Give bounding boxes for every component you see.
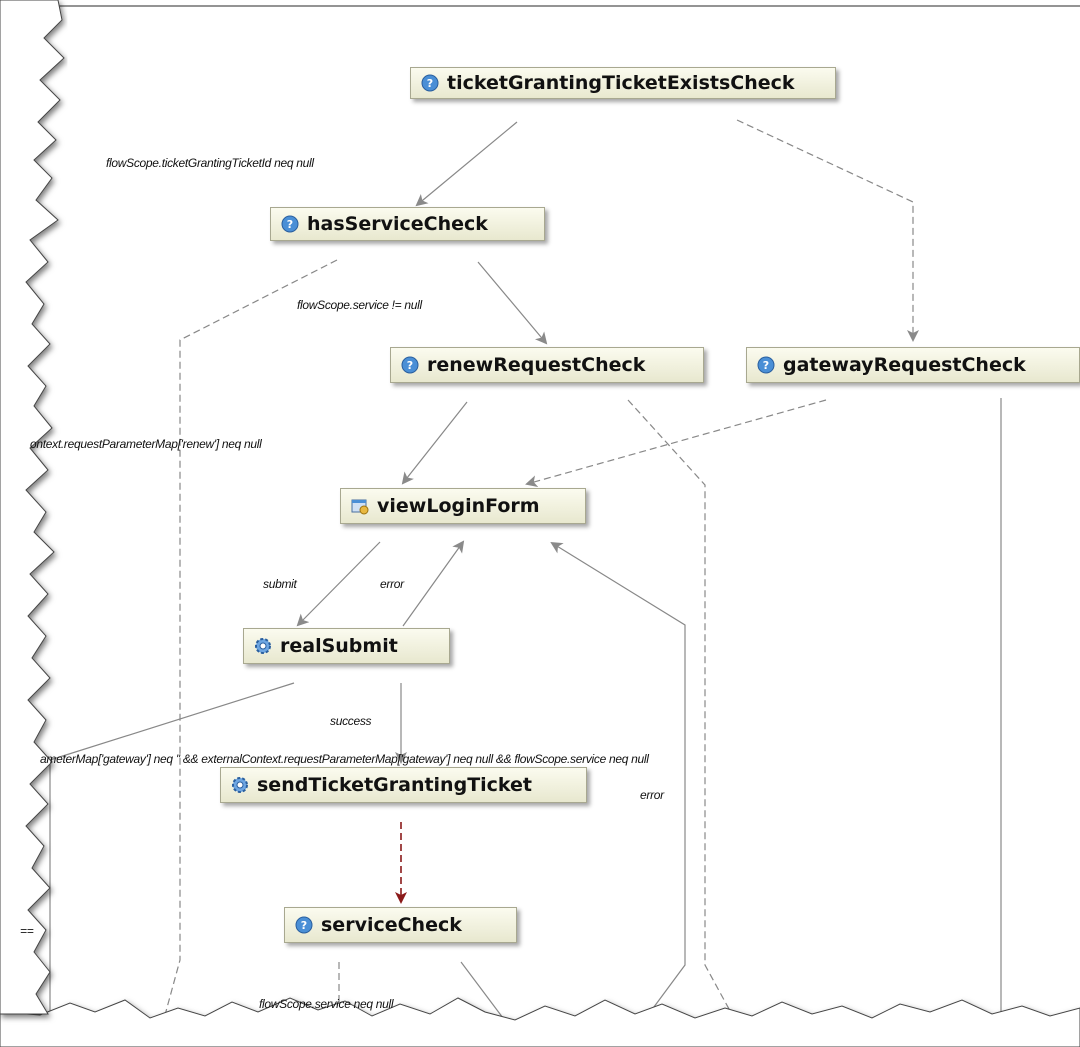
edge-label-service-not-null: flowScope.service != null — [297, 298, 422, 312]
node-label: gatewayRequestCheck — [783, 354, 1026, 376]
decision-icon: ? — [757, 356, 775, 374]
node-label: renewRequestCheck — [427, 354, 646, 376]
node-renewRequestCheck[interactable]: ? renewRequestCheck — [390, 347, 704, 383]
decision-icon: ? — [421, 74, 439, 92]
svg-text:?: ? — [407, 359, 413, 372]
edge-viewlogin-to-realsubmit — [296, 541, 381, 627]
edge-label-gateway-cond: ameterMap['gateway'] neq '' && externalC… — [40, 752, 649, 766]
edge-label-error-send: error — [640, 788, 664, 802]
edge-realsubmit-left — [49, 682, 295, 1020]
edge-hasservice-to-renew — [477, 261, 548, 345]
node-label: sendTicketGrantingTicket — [257, 774, 533, 796]
torn-bottom-edge — [0, 997, 1080, 1047]
svg-text:?: ? — [763, 359, 769, 372]
edge-label-cut-left: == — [20, 924, 34, 938]
node-label: hasServiceCheck — [307, 213, 488, 235]
node-label: ticketGrantingTicketExistsCheck — [447, 72, 795, 94]
edge-tgt-to-gateway — [736, 119, 919, 342]
edge-gateway-to-viewlogin — [525, 399, 827, 488]
node-sendTicketGrantingTicket[interactable]: sendTicketGrantingTicket — [220, 767, 587, 803]
node-viewLoginForm[interactable]: viewLoginForm — [340, 488, 586, 524]
node-label: realSubmit — [280, 635, 398, 657]
edge-label-renew-null: ontext.requestParameterMap['renew'] neq … — [30, 437, 262, 451]
edge-renew-down — [627, 399, 736, 1021]
node-label: serviceCheck — [321, 914, 462, 936]
edges — [49, 119, 1002, 1031]
edge-label-submit: submit — [263, 577, 297, 591]
edge-label-success: success — [330, 714, 372, 728]
decision-icon: ? — [401, 356, 419, 374]
node-realSubmit[interactable]: realSubmit — [243, 628, 450, 664]
edge-label-service-neq-null: flowScope.service neq null — [259, 997, 394, 1011]
node-gatewayRequestCheck[interactable]: ? gatewayRequestCheck — [746, 347, 1080, 383]
edge-renew-to-viewlogin — [401, 401, 468, 485]
edge-tgt-to-hasservice — [415, 121, 518, 207]
edge-label-tgt-null: flowScope.ticketGrantingTicketId neq nul… — [106, 156, 314, 170]
decision-icon: ? — [295, 916, 313, 934]
node-hasServiceCheck[interactable]: ? hasServiceCheck — [270, 207, 545, 241]
edge-hasservice-down — [164, 259, 338, 1016]
node-ticketGrantingTicketExistsCheck[interactable]: ? ticketGrantingTicketExistsCheck — [410, 67, 836, 99]
node-label: viewLoginForm — [377, 495, 540, 517]
view-state-icon — [351, 499, 369, 515]
svg-text:?: ? — [301, 919, 307, 932]
action-state-icon — [255, 638, 271, 654]
edge-send-error-to-viewlogin — [550, 541, 686, 1016]
action-state-icon — [232, 777, 248, 793]
decision-icon: ? — [281, 215, 299, 233]
edge-label-error-view: error — [380, 577, 404, 591]
torn-left-edge — [0, 0, 65, 1015]
edge-realsubmit-to-viewlogin — [402, 540, 465, 627]
node-serviceCheck[interactable]: ? serviceCheck — [284, 907, 517, 943]
svg-text:?: ? — [287, 218, 293, 231]
svg-text:?: ? — [427, 77, 433, 90]
